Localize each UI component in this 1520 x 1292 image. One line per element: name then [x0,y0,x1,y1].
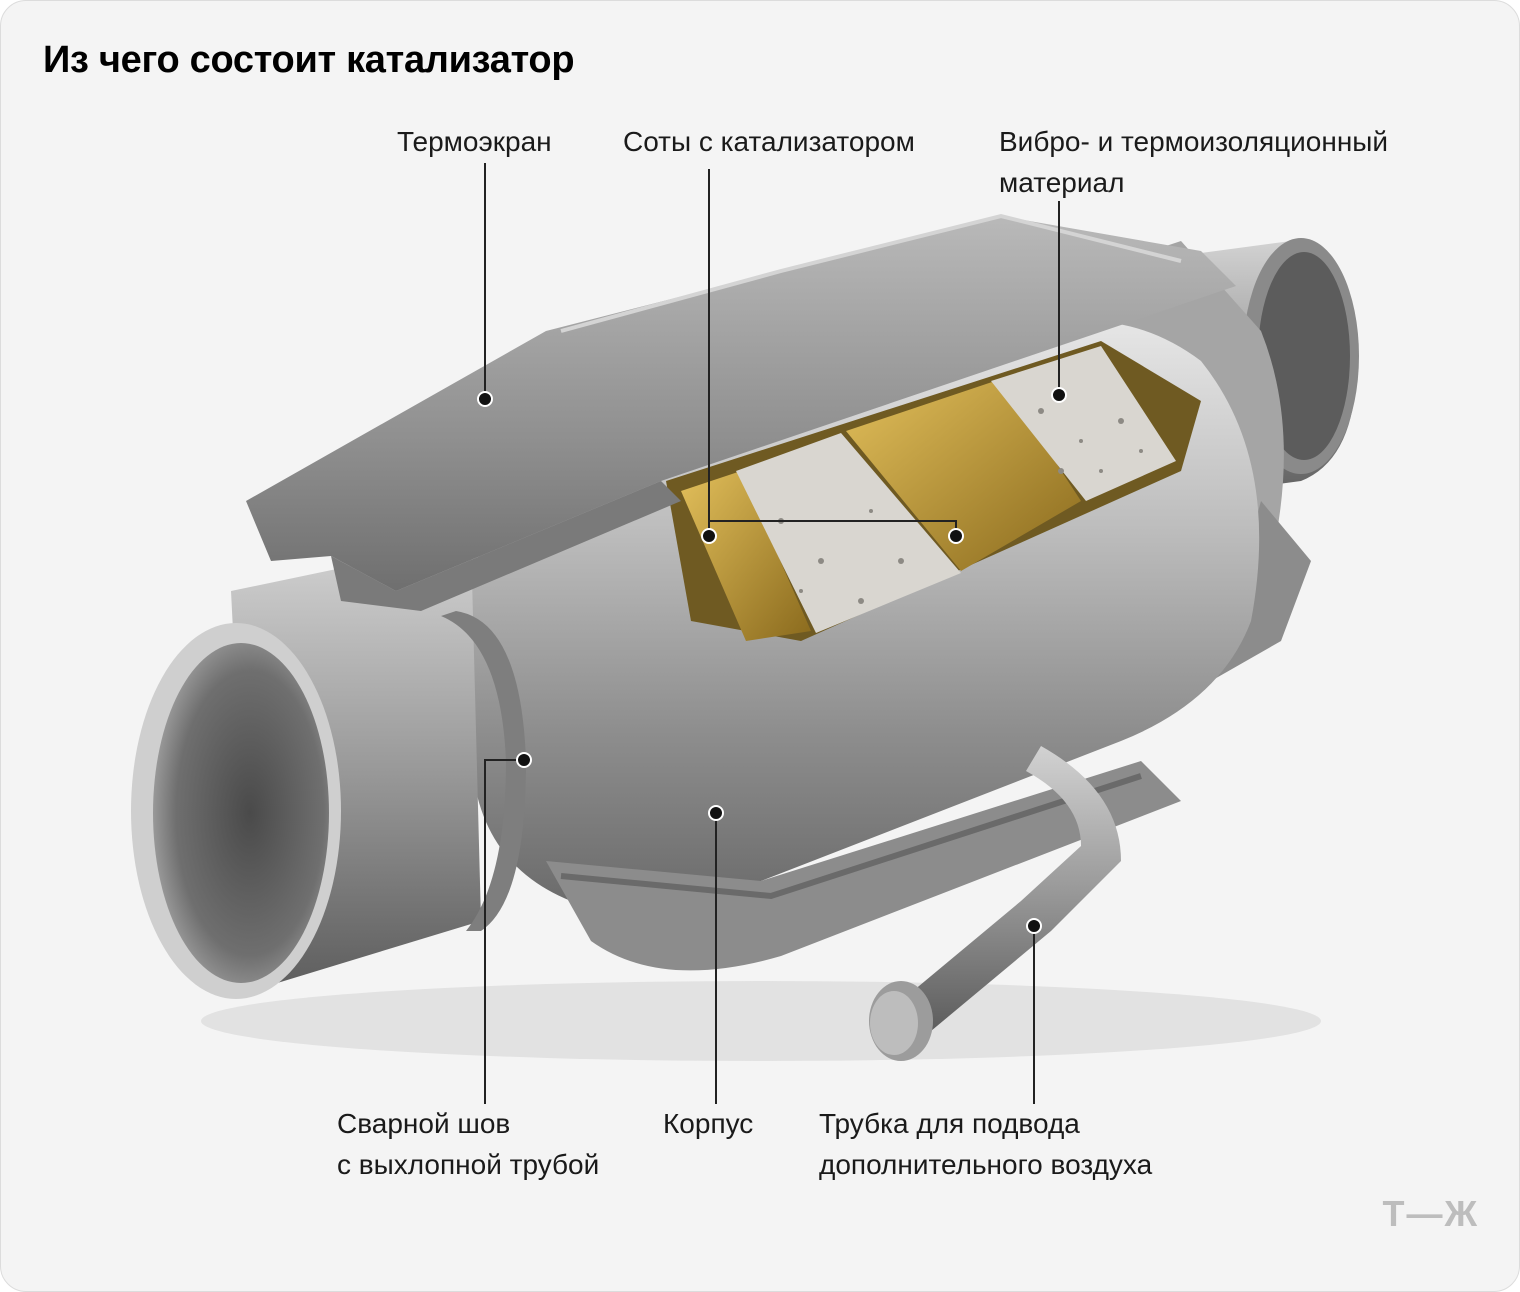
label-insulation: Вибро- и термоизоляционный материал [999,121,1388,203]
gold-catalyst-band-1 [681,471,811,641]
air-tube [869,746,1121,1061]
label-weld-seam: Сварной шов с выхлопной трубой [337,1103,599,1185]
label-insulation-line1: Вибро- и термоизоляционный [999,126,1389,157]
callout-dot-honeycomb-2 [948,528,964,544]
label-honeycomb-text: Соты с катализатором [623,126,915,157]
honeycomb-speckles [778,408,1143,604]
honeycomb-block-1 [736,433,961,633]
label-air-tube-line1: Трубка для подвода [819,1108,1080,1139]
inlet-pipe [131,541,481,999]
label-air-tube: Трубка для подвода дополнительного возду… [819,1103,1152,1185]
label-body-text: Корпус [663,1108,754,1139]
label-heat-shield: Термоэкран [397,121,552,162]
callout-dot-weld [516,752,532,768]
heat-shield-shape [246,216,1236,591]
callout-dot-heat-shield [477,391,493,407]
callout-dot-body [708,805,724,821]
floor-shadow [201,981,1321,1061]
label-weld-line1: Сварной шов [337,1108,511,1139]
callout-dots [477,387,1067,934]
honeycomb-block-2 [991,346,1176,501]
label-insulation-line2: материал [999,167,1125,198]
label-body: Корпус [663,1103,753,1144]
page-title: Из чего состоит катализатор [43,39,575,81]
gold-catalyst-band-2 [846,379,1081,571]
label-air-tube-line2: дополнительного воздуха [819,1149,1153,1180]
brand-logo: Т—Ж [1382,1193,1479,1234]
label-weld-line2: с выхлопной трубой [337,1149,600,1180]
weld-seam-shape [441,611,526,931]
callout-dot-honeycomb-1 [701,528,717,544]
callout-dot-air-tube [1026,918,1042,934]
callout-dot-insulation [1051,387,1067,403]
label-heat-shield-text: Термоэкран [397,126,552,157]
label-honeycomb: Соты с катализатором [623,121,915,162]
leader-line-weld [484,759,524,1104]
